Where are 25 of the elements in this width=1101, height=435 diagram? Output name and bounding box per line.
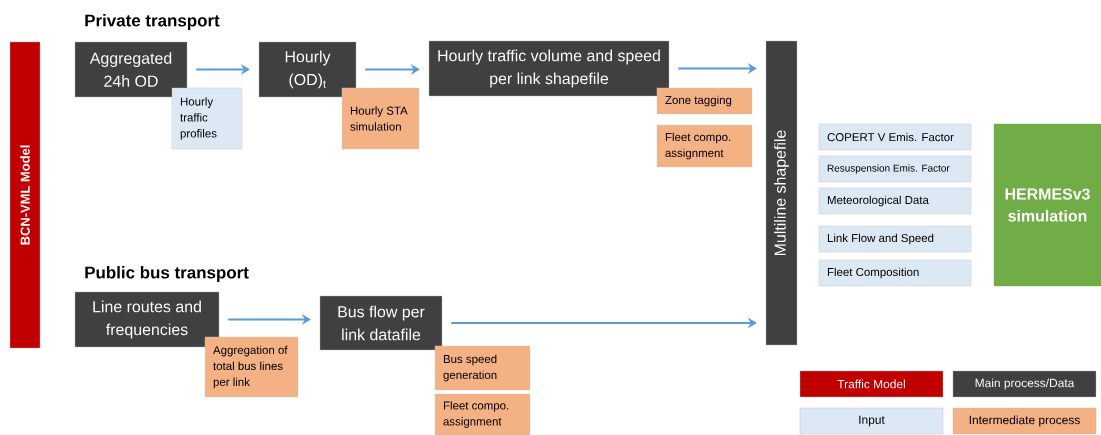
legend-item: Input	[799, 407, 944, 435]
section-heading: Private transport	[85, 14, 220, 30]
input-box: COPERT V Emis. Factor	[818, 123, 972, 151]
legend-item: Intermediate process	[952, 407, 1097, 435]
intermediate-box: Bus speed generation	[434, 345, 531, 391]
input-box: Link Flow and Speed	[818, 225, 972, 253]
input-box: Fleet Composition	[818, 259, 972, 287]
process-box: Multiline shapefile	[765, 40, 798, 346]
intermediate-box: Fleet compo. assignment	[656, 124, 753, 168]
simulation-box: HERMESv3 simulation	[993, 123, 1101, 287]
intermediate-box: Zone tagging	[656, 87, 753, 115]
model-bar: BCN-VML Model	[9, 41, 41, 349]
process-box: Aggregated 24h OD	[74, 41, 188, 98]
legend-item: Traffic Model	[799, 370, 944, 398]
intermediate-box: Fleet compo. assignment	[434, 393, 531, 435]
input-box: Resuspension Emis. Factor	[818, 155, 972, 183]
section-heading: Public bus transport	[85, 266, 249, 282]
intermediate-box: Aggregation of total bus lines per link	[204, 336, 299, 398]
input-box: Hourly traffic profiles	[171, 87, 243, 150]
input-box: Meteorological Data	[818, 187, 972, 215]
process-box: Bus flow per link datafile	[319, 295, 443, 351]
process-box: Hourly (OD)$_{t}$	[258, 41, 357, 98]
legend-item: Main process/Data	[952, 370, 1097, 398]
intermediate-box: Hourly STA simulation	[341, 87, 420, 150]
process-box: Hourly traffic volume and speed per link shapefile	[428, 40, 670, 97]
